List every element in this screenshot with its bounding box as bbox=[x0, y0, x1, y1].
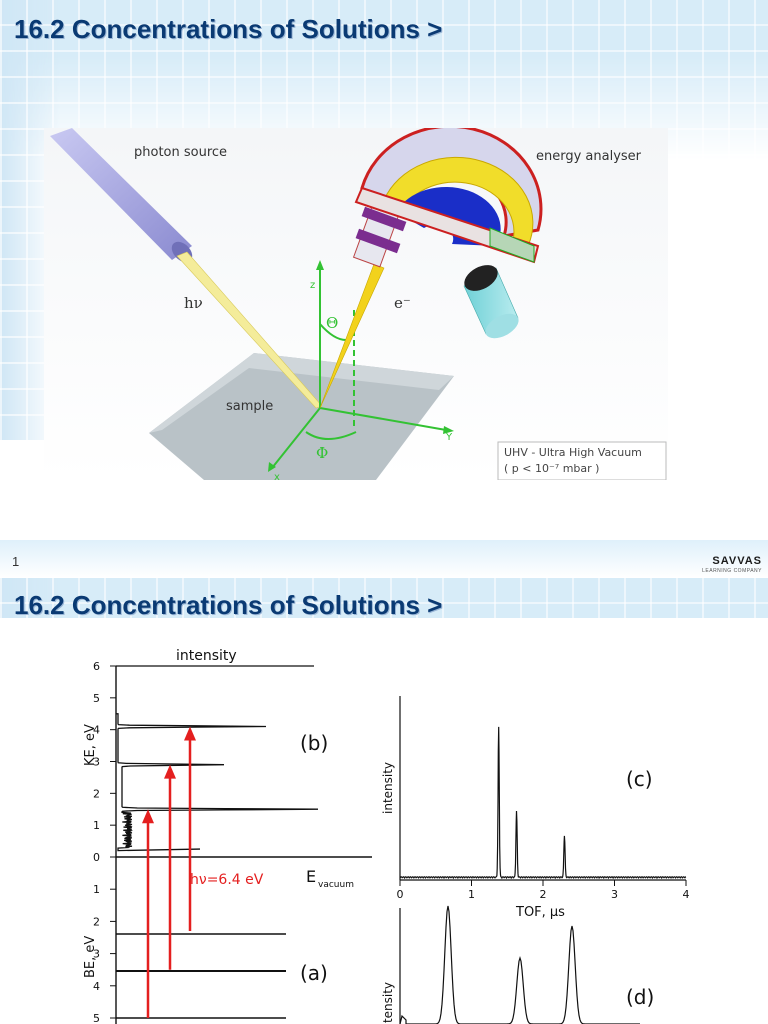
label-phi: Φ bbox=[316, 444, 328, 462]
detector-icon bbox=[463, 265, 519, 339]
label-axis-y: Y bbox=[445, 432, 453, 443]
tof-tick-label: 1 bbox=[468, 888, 475, 901]
tof-tick-label: 4 bbox=[683, 888, 690, 901]
panel-b-label: (b) bbox=[300, 731, 328, 755]
label-e-vacuum-sub: vacuum bbox=[318, 880, 354, 890]
ke-tick-group: 6 5 4 3 2 1 0 bbox=[93, 660, 116, 864]
label-energy-analyser: energy analyser bbox=[536, 149, 642, 164]
panel-a-label: (a) bbox=[300, 961, 328, 985]
energy-diagram: intensity 6 5 4 3 2 1 0 1 2 3 4 5 KE, eV BE, eV (b… bbox=[83, 648, 372, 1024]
ke-tick-label: 4 bbox=[93, 724, 100, 737]
photoemission-setup-svg: photon source energy analyser hν e⁻ Θ Φ … bbox=[44, 124, 668, 483]
ke-tick-label: 3 bbox=[93, 756, 100, 769]
photoemission-setup-figure: photon source energy analyser hν e⁻ Θ Φ … bbox=[44, 124, 668, 483]
label-e-vacuum: E bbox=[306, 867, 316, 886]
label-photon-energy: hν=6.4 eV bbox=[190, 872, 264, 888]
label-axis-z: z bbox=[310, 280, 315, 291]
uhv-line-2: ( p < 10⁻⁷ mbar ) bbox=[504, 462, 599, 475]
be-tick-group: 1 2 3 4 5 bbox=[93, 883, 116, 1024]
panel-d-label: (d) bbox=[626, 985, 654, 1009]
ke-spectrum-line bbox=[115, 713, 319, 852]
tof-tick-label: 0 bbox=[397, 888, 404, 901]
tof-tick-label: 2 bbox=[540, 888, 547, 901]
tof-panel-c: 0 1 2 3 4 intensity (c) TOF, μs bbox=[381, 696, 690, 920]
label-photon-source: photon source bbox=[134, 145, 227, 160]
be-tick-label: 5 bbox=[93, 1012, 100, 1024]
slide-title: 16.2 Concentrations of Solutions > bbox=[14, 590, 443, 620]
label-axis-x: x bbox=[274, 472, 280, 480]
label-be-axis: BE, eV bbox=[83, 936, 98, 978]
panel-d-spectrum-line bbox=[399, 905, 640, 1024]
label-sample: sample bbox=[226, 399, 273, 414]
slide-1: 16.2 Concentrations of Solutions > bbox=[0, 0, 768, 578]
excitation-arrow-head bbox=[164, 764, 176, 779]
label-hv: hν bbox=[184, 294, 203, 312]
label-theta: Θ bbox=[326, 314, 338, 332]
slide-2: 16.2 Concentrations of Solutions > inten… bbox=[0, 578, 768, 1024]
label-intensity-d: intensity bbox=[381, 982, 395, 1024]
spectra-figure: intensity 6 5 4 3 2 1 0 1 2 3 4 5 KE, eV BE, eV (b… bbox=[0, 618, 768, 1024]
ke-tick-label: 0 bbox=[93, 851, 100, 864]
be-tick-label: 2 bbox=[93, 915, 100, 928]
ke-tick-label: 6 bbox=[93, 660, 100, 673]
excitation-arrow-head bbox=[142, 809, 154, 824]
label-tof-axis: TOF, μs bbox=[515, 905, 565, 920]
label-intensity-c: intensity bbox=[381, 762, 395, 814]
label-electron: e⁻ bbox=[394, 294, 411, 312]
page-number: 1 bbox=[12, 554, 20, 569]
label-intensity-top: intensity bbox=[176, 648, 237, 664]
ke-tick-label: 2 bbox=[93, 787, 100, 800]
be-tick-label: 1 bbox=[93, 883, 100, 896]
brand-tagline: LEARNING COMPANY bbox=[702, 568, 762, 574]
be-tick-label: 3 bbox=[93, 948, 100, 961]
be-tick-label: 4 bbox=[93, 980, 100, 993]
uhv-note: UHV - Ultra High Vacuum ( p < 10⁻⁷ mbar … bbox=[497, 441, 667, 481]
spectrum-panel-d: intensity (d) bbox=[381, 905, 654, 1024]
excitation-arrows bbox=[142, 726, 196, 1018]
tof-tick-group: 0 1 2 3 4 bbox=[397, 880, 690, 901]
label-ke-axis: KE, eV bbox=[83, 724, 98, 766]
tof-tick-label: 3 bbox=[611, 888, 618, 901]
brand-logo: SAVVAS bbox=[712, 555, 762, 567]
ke-tick-label: 5 bbox=[93, 692, 100, 705]
panel-c-label: (c) bbox=[626, 767, 653, 791]
ke-tick-label: 1 bbox=[93, 819, 100, 832]
excitation-arrow-head bbox=[184, 726, 196, 741]
spectra-svg: intensity 6 5 4 3 2 1 0 1 2 3 4 5 KE, eV BE, eV (b… bbox=[83, 648, 690, 1024]
footer-bar bbox=[0, 540, 768, 578]
energy-analyser-icon bbox=[354, 124, 543, 264]
slide-title: 16.2 Concentrations of Solutions > bbox=[14, 14, 443, 44]
tof-spectrum-line bbox=[399, 726, 687, 880]
uhv-line-1: UHV - Ultra High Vacuum bbox=[504, 446, 642, 459]
